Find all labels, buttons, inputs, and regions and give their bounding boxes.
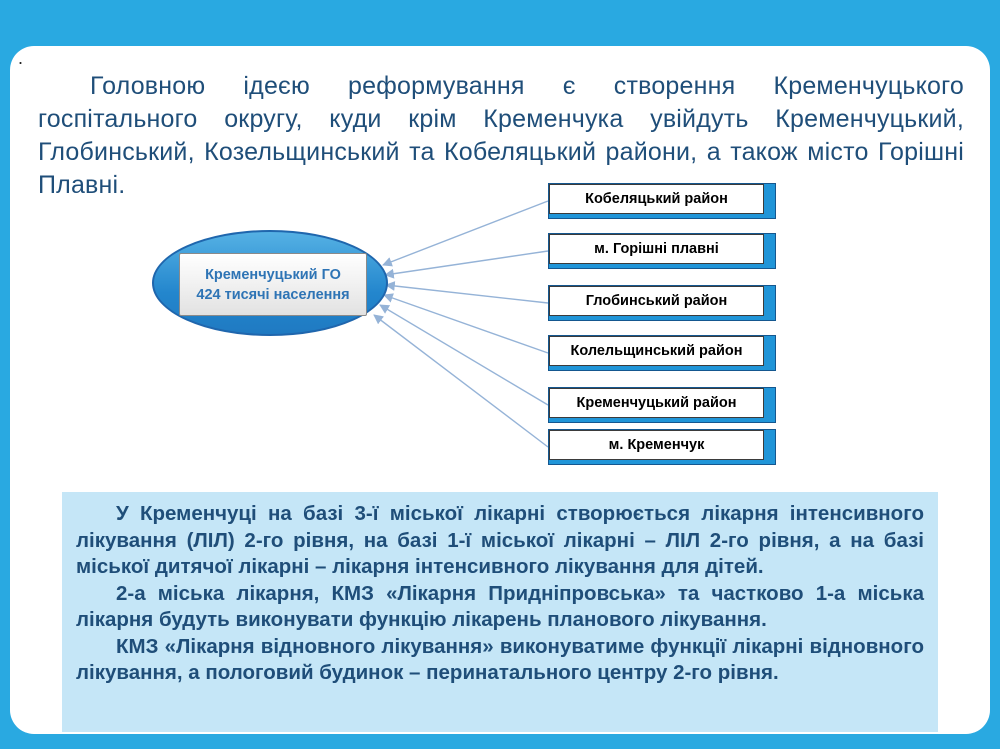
arrow-hlobynskyi xyxy=(385,281,549,304)
district-label: Кременчуцький район xyxy=(549,388,764,418)
info-paragraph-2: 2-а міська лікарня, КМЗ «Лікарня Придніп… xyxy=(76,581,924,632)
district-label: Колельщинський район xyxy=(549,336,764,366)
arrow-kozelshchynskyi xyxy=(383,293,549,354)
stray-mark: . xyxy=(18,48,24,68)
hub-subtitle: 424 тисячі населення xyxy=(196,286,350,303)
info-paragraph-1: У Кременчуці на базі 3-ї міської лікарні… xyxy=(76,502,924,578)
hub-title: Кременчуцький ГО xyxy=(205,266,341,283)
district-label: Кобеляцький район xyxy=(549,184,764,214)
arrow-horishni-plavni xyxy=(384,250,549,279)
intro-paragraph: Головною ідеєю реформування є створення … xyxy=(38,72,964,199)
district-label: м. Кременчук xyxy=(549,430,764,460)
info-paragraph-3: КМЗ «Лікарня відновного лікування» викон… xyxy=(76,634,924,685)
info-box: У Кременчуці на базі 3-ї міської лікарні… xyxy=(62,492,938,732)
hub-label-box: Кременчуцький ГО 424 тисячі населення xyxy=(179,253,367,316)
content-panel: . Головною ідеєю реформування є створенн… xyxy=(10,46,990,734)
district-box-hlobynskyi: Глобинський район xyxy=(548,285,776,321)
district-box-kremenchutskyi: Кременчуцький район xyxy=(548,387,776,423)
district-label: м. Горішні плавні xyxy=(549,234,764,264)
hub-ellipse: Кременчуцький ГО 424 тисячі населення xyxy=(152,230,388,336)
district-label: Глобинський район xyxy=(549,286,764,316)
arrow-kremenchutskyi xyxy=(379,304,549,406)
district-box-kremenchuk: м. Кременчук xyxy=(548,429,776,465)
arrow-kobelyatskyi xyxy=(382,200,549,267)
district-box-kobelyatskyi: Кобеляцький район xyxy=(548,183,776,219)
arrow-kremenchuk xyxy=(373,314,549,448)
district-box-kozelshchynskyi: Колельщинський район xyxy=(548,335,776,371)
district-box-horishni-plavni: м. Горішні плавні xyxy=(548,233,776,269)
